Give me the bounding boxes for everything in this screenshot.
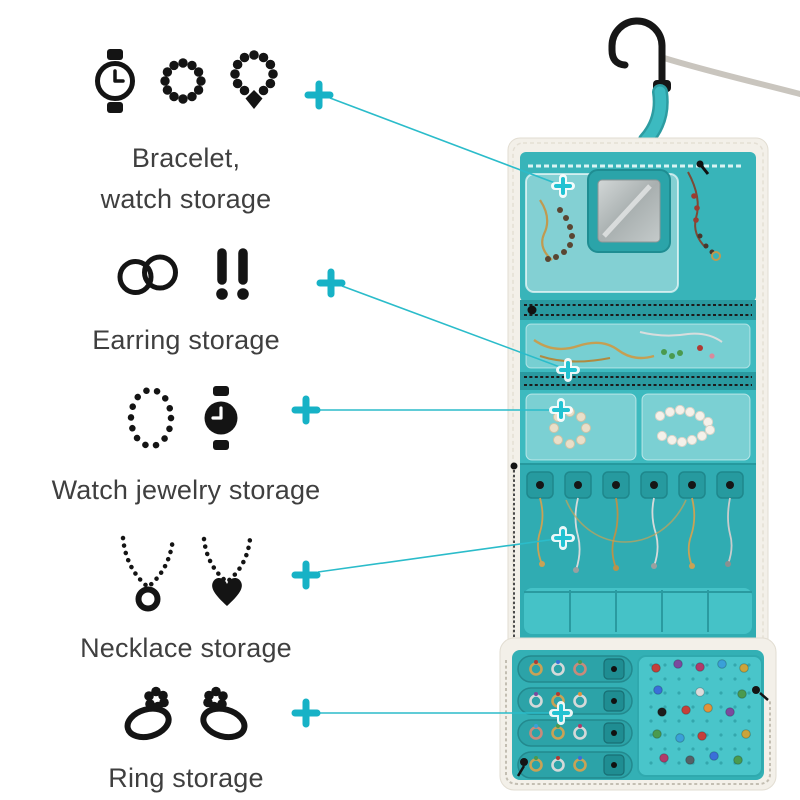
annotation-icons	[114, 532, 258, 614]
callout-bracelet-watch	[304, 80, 575, 198]
hanger-loop-strap	[638, 84, 669, 148]
callout-line	[317, 537, 564, 573]
necklace-panel	[510, 462, 756, 642]
callout-earring	[316, 268, 580, 382]
callout-plus-target	[556, 358, 580, 382]
elastic-pocket-row	[524, 588, 752, 634]
annotation-earring: Earring storage	[26, 246, 346, 361]
annotation-ring: Ring storage	[26, 684, 346, 799]
storage-label: Earring storage	[92, 325, 280, 355]
hoop-earrings-icon	[117, 254, 178, 295]
zipper-band	[520, 372, 756, 390]
callout-plus-target	[551, 174, 575, 198]
necklace-pendants	[539, 561, 731, 573]
annotation-icons	[116, 246, 256, 304]
organizer-body	[507, 137, 769, 653]
heart-pendant-necklace-icon	[201, 536, 253, 606]
bead-bangle-icon	[127, 386, 175, 450]
hook	[608, 17, 671, 92]
annotation-icons	[89, 46, 283, 116]
clear-pouch	[525, 173, 679, 293]
watch-icon	[95, 49, 135, 113]
annotation-watch-jewelry: Watch jewelry storage	[26, 382, 346, 511]
gem-ring-icon	[200, 686, 248, 741]
annotation-bracelet-watch: Bracelet, watch storage	[26, 46, 346, 219]
necklace-snaps	[526, 471, 744, 499]
bracelet-pocket-section	[520, 390, 756, 464]
annotation-necklace: Necklace storage	[26, 532, 346, 669]
drop-earrings-icon	[216, 248, 249, 300]
hanging-necklaces	[537, 497, 733, 571]
ring-rolls	[517, 655, 633, 779]
zipper-band	[520, 300, 756, 320]
mirror	[587, 169, 671, 253]
annotation-icons	[123, 382, 249, 454]
watch-icon	[204, 386, 238, 450]
storage-label: Bracelet, watch storage	[100, 143, 272, 214]
callout-line	[341, 285, 569, 371]
callout-plus-target	[549, 398, 573, 422]
top-pocket-section	[520, 152, 756, 302]
bead-necklace-icon	[230, 50, 278, 109]
storage-label: Necklace storage	[80, 633, 292, 663]
storage-label: Ring storage	[108, 763, 264, 793]
storage-label: Watch jewelry storage	[51, 475, 321, 505]
round-pendant-necklace-icon	[120, 535, 176, 612]
callout-line	[329, 97, 564, 187]
annotation-icons	[114, 684, 258, 746]
bottom-panel	[499, 637, 777, 791]
callout-plus-target	[549, 701, 573, 725]
gem-ring-icon	[124, 686, 172, 741]
hanging-cord	[661, 55, 800, 97]
zipper-pulls	[516, 686, 769, 777]
bead-bracelet-icon	[160, 58, 206, 104]
callout-plus-target	[551, 526, 575, 550]
earring-board	[637, 655, 763, 777]
chain-pocket-section	[520, 320, 756, 372]
